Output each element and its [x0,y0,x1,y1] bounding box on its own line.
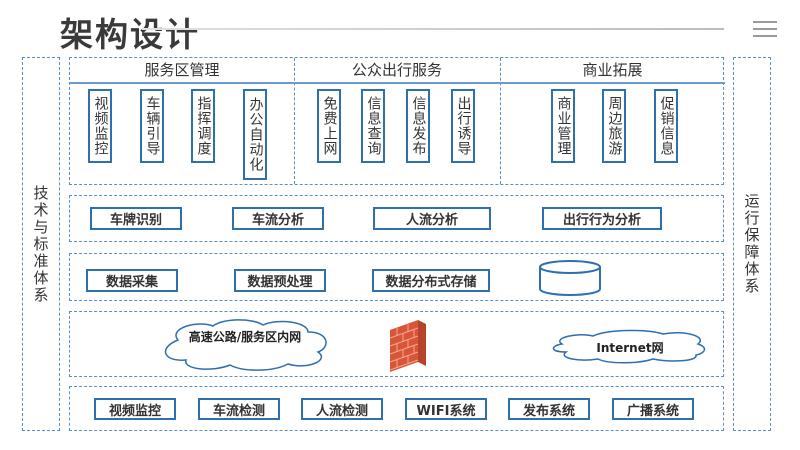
operations-support-label: 运行保障体系 [742,193,761,295]
column-public-travel-services: 公众出行服务 免费上网 信息查询 信息发布 出行诱导 [294,58,500,184]
data-layer: 数据采集 数据预处理 数据分布式存储 [69,253,724,301]
app-item: 视频监控 [88,89,112,163]
analysis-item: 车牌识别 [90,207,182,230]
device-item: 车流检测 [198,398,280,420]
database-cylinder-icon [539,260,601,296]
column-business-expansion: 商业拓展 商业管理 周边旅游 促销信息 [500,58,725,184]
data-item: 数据预处理 [234,269,326,292]
analysis-item: 车流分析 [232,207,324,230]
analysis-layer: 车牌识别 车流分析 人流分析 出行行为分析 [69,195,724,242]
column-header: 商业拓展 [500,58,725,84]
app-item: 出行诱导 [451,89,475,163]
analysis-item: 出行行为分析 [542,207,662,230]
device-layer: 视频监控 车流检测 人流检测 WIFI系统 发布系统 广播系统 [69,386,724,431]
firewall-icon [389,320,426,372]
app-item: 免费上网 [317,89,341,163]
app-item: 促销信息 [654,89,678,163]
column-header: 服务区管理 [70,58,294,84]
app-item: 办公自动化 [243,89,267,180]
app-item: 周边旅游 [602,89,626,163]
app-item: 车辆引导 [140,89,164,163]
network-layer: 高速公路/服务区内网 Internet网 [69,311,724,377]
operations-support-panel: 运行保障体系 [733,57,771,431]
column-header: 公众出行服务 [294,58,500,84]
analysis-item: 人流分析 [373,207,491,230]
internet-label: Internet网 [596,341,664,355]
device-item: 广播系统 [612,398,694,420]
column-divider [500,58,501,184]
title-divider [142,28,724,30]
column-service-area-management: 服务区管理 视频监控 车辆引导 指挥调度 办公自动化 [70,58,294,184]
data-item: 数据分布式存储 [372,269,490,292]
application-layer: 服务区管理 视频监控 车辆引导 指挥调度 办公自动化 公众出行服务 免费上网 信… [69,57,725,185]
app-item: 指挥调度 [191,89,215,163]
device-item: 人流检测 [301,398,383,420]
tech-standards-label: 技术与标准体系 [31,184,50,304]
intranet-label: 高速公路/服务区内网 [188,330,302,344]
page-title: 架构设计 [60,15,200,54]
hamburger-menu-icon[interactable] [753,21,777,37]
device-item: 发布系统 [508,398,590,420]
app-item: 信息查询 [361,89,385,163]
device-item: 视频监控 [94,398,176,420]
internet-cloud-icon [552,329,706,364]
column-divider [294,58,295,184]
device-item: WIFI系统 [405,398,487,420]
tech-standards-panel: 技术与标准体系 [22,57,60,431]
app-item: 信息发布 [406,89,430,163]
data-item: 数据采集 [86,269,178,292]
app-item: 商业管理 [551,89,575,163]
intranet-cloud-icon [164,319,327,371]
